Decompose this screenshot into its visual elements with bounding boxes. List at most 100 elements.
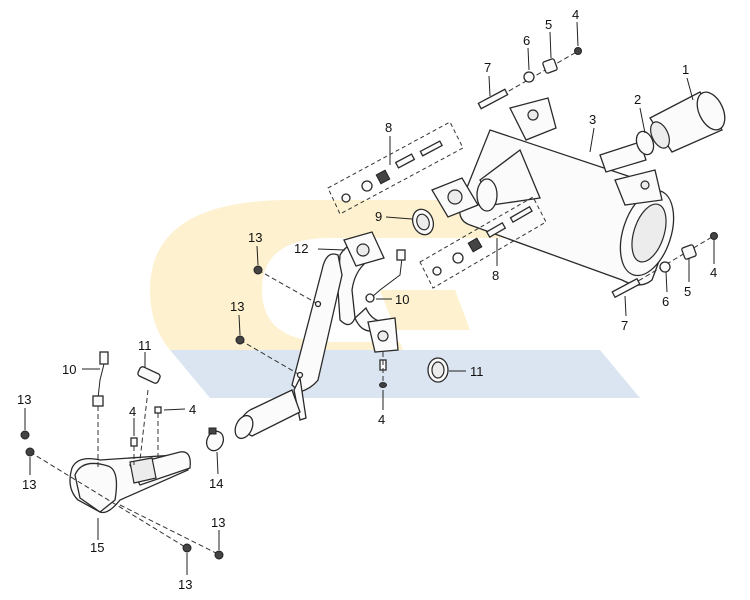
leader-7-top	[488, 75, 491, 97]
callout-6-right: 6	[662, 294, 669, 309]
head-pipe-mount-hole-1	[314, 300, 322, 308]
head-pipe-mount-axis-1	[257, 269, 319, 305]
muffler-side-bracket	[614, 169, 663, 206]
bolt-13-left-a	[20, 430, 30, 440]
lower-mount-hardware	[611, 232, 718, 299]
callout-14: 14	[209, 476, 223, 491]
tail-pipe	[649, 91, 726, 153]
callout-4-flange: 4	[378, 412, 385, 427]
bolt-13-upper-b	[235, 335, 245, 345]
sensor-upper-wire	[371, 257, 403, 298]
nut-5-lower	[681, 244, 697, 260]
head-pipe-mount-axis-2	[239, 339, 301, 376]
kit-8-lower-spring	[467, 237, 483, 253]
head-pipe-outlet	[234, 414, 254, 440]
lower-pipe	[69, 451, 191, 514]
kit-8-lower-spacer	[485, 222, 507, 238]
kit-8-lower-stud	[509, 205, 533, 223]
hardware-kit-8-upper	[327, 121, 464, 215]
callout-8-lower: 8	[492, 268, 499, 283]
sleeve-11-left	[137, 366, 161, 384]
upper-mount-hardware	[477, 47, 582, 110]
kit-8-lower-nut	[432, 266, 442, 276]
lower-pipe-mount-axis-2	[119, 504, 221, 556]
washer-6-top	[523, 71, 535, 83]
bolt-13-lower-b	[214, 550, 224, 560]
callout-5-right: 5	[684, 284, 691, 299]
muffler	[459, 97, 675, 286]
washer-6-lower	[659, 261, 671, 273]
sensor-lower-body	[92, 395, 104, 407]
callout-2: 2	[634, 92, 641, 107]
callout-7-right: 7	[621, 318, 628, 333]
leader-13-upper-b	[238, 314, 241, 336]
callout-4-right: 4	[710, 265, 717, 280]
bolt-7-top	[477, 88, 509, 110]
callout-4-stud-a: 4	[129, 404, 136, 419]
callout-11-right: 11	[470, 364, 484, 379]
kit-8-upper-stud	[419, 140, 443, 157]
nut-4-lower	[710, 232, 718, 240]
sensor-upper-connector	[396, 249, 406, 261]
tail-pipe-inlet	[650, 121, 670, 149]
callout-4-top: 4	[572, 7, 579, 22]
tail-pipe-end	[696, 91, 726, 131]
watermark-logo	[150, 200, 640, 398]
leader-12	[317, 248, 346, 251]
leader-2	[639, 107, 646, 134]
leader-4-top	[576, 21, 579, 47]
tail-pipe-clamp-ring	[635, 130, 655, 156]
head-pipe-mount-hole-2	[296, 371, 304, 379]
leader-6-right	[665, 271, 668, 293]
bolt-7-lower	[611, 277, 641, 299]
inlet-flange-bore	[447, 189, 463, 205]
stud-4-b	[154, 406, 162, 414]
nut-5-top	[542, 58, 558, 74]
bolt-13-upper-a	[253, 265, 263, 275]
callout-11-left: 11	[138, 338, 152, 353]
callout-5-top: 5	[545, 17, 552, 32]
leader-5-top	[549, 31, 552, 59]
callout-9: 9	[375, 209, 382, 224]
sensor-upper-probe	[365, 293, 375, 303]
muffler-bracket-hole	[527, 109, 539, 121]
leader-1	[686, 77, 694, 101]
leader-4-stud-b	[163, 408, 186, 411]
nut-4-top	[574, 47, 582, 55]
watermark-blue-stripe	[170, 350, 640, 398]
leader-lines	[24, 21, 715, 575]
callout-6-top: 6	[523, 33, 530, 48]
lower-pipe-mount-axis-1	[29, 451, 191, 551]
kit-8-upper-nut	[341, 193, 351, 203]
muffler-side-bracket-hole	[640, 180, 650, 190]
gasket-9-inner	[416, 213, 430, 231]
o2-sensor-upper	[365, 249, 406, 303]
callout-labels: 1 2 3 4 5 6 7 8 9 12 10 11 8 4 5 6 7 4 1…	[17, 7, 717, 592]
callout-7-top: 7	[484, 60, 491, 75]
callout-13-lower-a: 13	[178, 577, 192, 592]
muffler-outlet-stub	[599, 141, 647, 173]
callout-3: 3	[589, 112, 596, 127]
lower-flange-bore	[377, 330, 389, 342]
leader-9	[385, 216, 413, 220]
kit-8-upper-spring	[375, 169, 391, 185]
kit-8-upper-box	[327, 121, 464, 215]
callout-1: 1	[682, 62, 689, 77]
upper-flange-bore	[356, 243, 370, 257]
clamp-14	[205, 430, 225, 452]
lower-pipe-inlet-band	[129, 457, 157, 484]
bolt-13-lower-a	[182, 543, 192, 553]
callout-13-left-b: 13	[22, 477, 36, 492]
callout-8-upper: 8	[385, 120, 392, 135]
kit-8-upper-spacer	[394, 153, 416, 169]
sleeve-11-axis	[139, 389, 149, 461]
clamp-14-bolt	[208, 427, 217, 435]
leader-3	[589, 127, 595, 153]
callout-13-upper-b: 13	[230, 299, 244, 314]
callout-10-left: 10	[62, 362, 76, 377]
muffler-inlet-mouth	[476, 178, 498, 212]
stud-4-a	[130, 437, 138, 447]
sensor-lower-connector	[99, 351, 109, 365]
callout-15: 15	[90, 540, 104, 555]
